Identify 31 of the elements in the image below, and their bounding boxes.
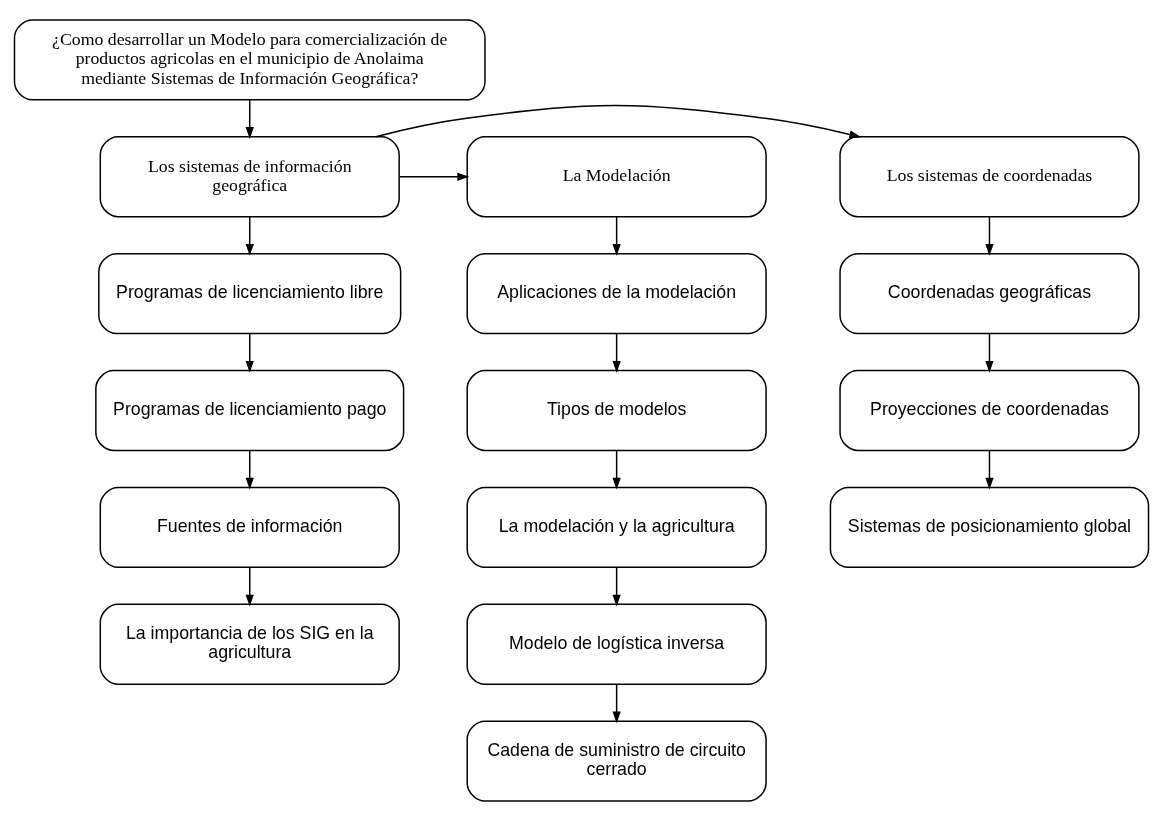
arrow — [245, 99, 254, 139]
arrow — [245, 449, 254, 490]
node-box: La Modelación — [466, 136, 767, 218]
node-box: Coordenadas geográficas — [839, 252, 1140, 335]
arrow — [985, 216, 994, 256]
node-box: Aplicaciones de la modelación — [466, 252, 767, 335]
node-box: Modelo de logística inversa — [466, 603, 767, 685]
node-box: Fuentes de información — [99, 486, 400, 569]
arrow — [985, 449, 994, 490]
arrow — [375, 104, 862, 139]
node-box: Los sistemas de coordenadas — [839, 136, 1140, 218]
arrow — [612, 566, 621, 607]
node-box: Tipos de modelos — [466, 369, 767, 452]
arrow — [398, 172, 470, 181]
arrow — [612, 683, 621, 724]
arrow — [985, 332, 994, 373]
arrow — [245, 216, 254, 256]
node-box: La modelación y la agricultura — [466, 486, 767, 569]
arrow — [245, 566, 254, 607]
node-box: Programas de licenciamiento libre — [98, 252, 402, 335]
node-box: Cadena de suministro de circuito cerrado — [466, 720, 767, 802]
node-box: Sistemas de posicionamiento global — [829, 486, 1150, 569]
node-box: Proyecciones de coordenadas — [839, 369, 1140, 452]
node-box: Programas de licenciamiento pago — [95, 369, 405, 452]
arrow — [612, 216, 621, 256]
node-box: Los sistemas de información geográfica — [99, 136, 400, 218]
arrow — [245, 332, 254, 373]
arrow — [612, 332, 621, 373]
node-box: ¿Como desarrollar un Modelo para comercialización de productos agricolas en el municipio de Anolaima mediante Sistemas de Información Geográfica? — [13, 19, 486, 101]
node-box: La importancia de los SIG en la agricultura — [99, 603, 400, 685]
arrow — [612, 449, 621, 490]
